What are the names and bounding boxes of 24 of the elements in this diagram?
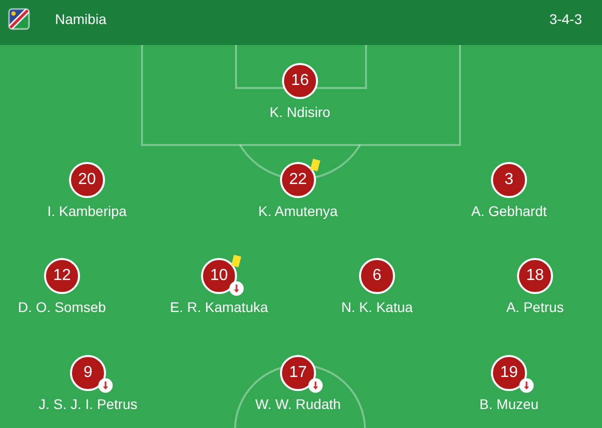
player-name: K. Ndisiro (270, 104, 330, 121)
player-number-circle: 3 (491, 162, 527, 198)
team-name: Namibia (55, 10, 106, 28)
player-number-circle: 22 (280, 162, 316, 198)
player-number-circle: 12 (44, 258, 80, 294)
player-name: B. Muzeu (479, 396, 539, 413)
player-number-circle: 18 (517, 258, 553, 294)
player-name: A. Petrus (506, 299, 564, 316)
player-name: J. S. J. I. Petrus (38, 396, 138, 413)
player-name: D. O. Somseb (18, 299, 106, 316)
player-name: W. W. Rudath (255, 396, 341, 413)
player-name: N. K. Katua (341, 299, 413, 316)
player-name: E. R. Kamatuka (170, 299, 268, 316)
player-number-circle: 17 (280, 355, 316, 391)
player-number-circle: 16 (282, 63, 318, 99)
player-number-circle: 20 (69, 162, 105, 198)
player-number-circle: 9 (70, 355, 106, 391)
player-number-circle: 10 (201, 258, 237, 294)
player-number-circle: 6 (359, 258, 395, 294)
player-number-circle: 19 (491, 355, 527, 391)
player-name: I. Kamberipa (47, 203, 127, 220)
player-name: A. Gebhardt (471, 203, 547, 220)
player-name: K. Amutenya (258, 203, 338, 220)
formation-label: 3-4-3 (549, 10, 582, 28)
